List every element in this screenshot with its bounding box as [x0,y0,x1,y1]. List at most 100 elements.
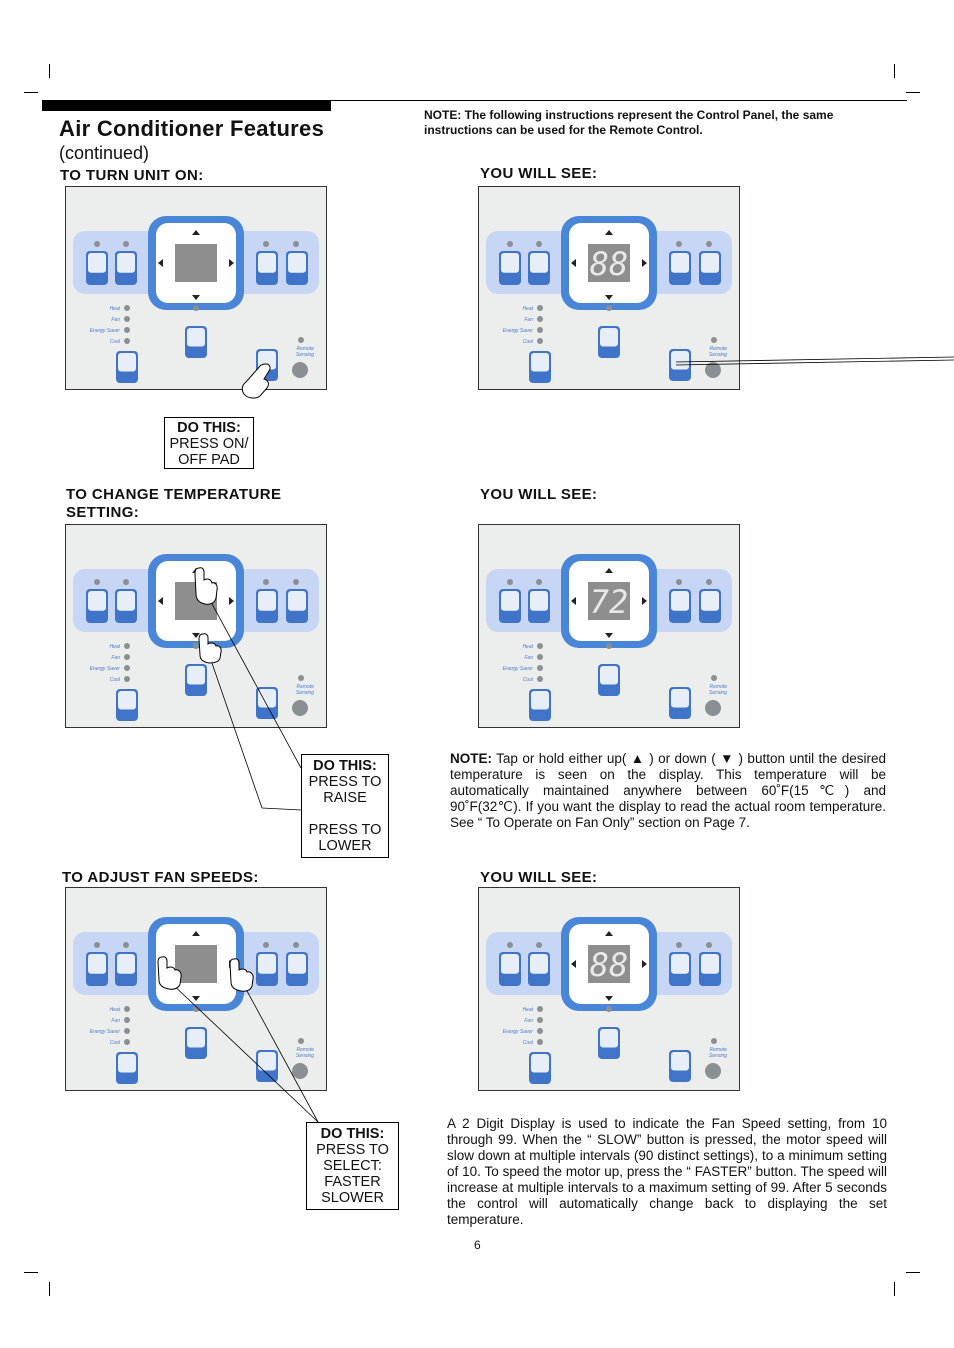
indicator-led [193,305,199,311]
remote-sensing-label: Remote [296,1047,314,1053]
mode-label: Energy Saver [503,666,534,672]
heading-see-3: YOU WILL SEE: [480,869,598,886]
power-button-face [671,1052,689,1071]
heading-temp-1: TO CHANGE TEMPERATURE [66,486,282,503]
timer-button-face [288,591,306,611]
hand-pointer-up-icon [194,567,218,605]
indicator-led [263,942,269,948]
timer-button [699,251,721,285]
display-digits: 72 [590,583,629,621]
indicator-led [293,241,299,247]
indicator-led [606,643,612,649]
indicator-led [537,643,543,649]
mode-button-face [117,954,135,974]
down-arrow-icon [605,295,613,300]
remote-sensing-label: Remote [709,1047,727,1053]
mode-label: Energy Saver [90,328,121,334]
do-this-line: SLOWER [321,1190,384,1206]
power-button [669,687,691,719]
indicator-led [536,579,542,585]
hand-pointer-down-icon [198,633,222,664]
mode-label: Heat [522,306,533,312]
do-this-box-fan: DO THIS: PRESS TO SELECT: FASTER SLOWER [306,1122,399,1210]
indicator-led [293,942,299,948]
header-bar [42,100,331,111]
mode-label: Cool [523,1040,534,1046]
remote-sensor [292,362,308,378]
up-arrow-icon [192,931,200,936]
do-this-line: LOWER [318,838,372,854]
mode-label: Heat [109,306,120,312]
timer-button-face [701,954,719,974]
timer-clock-button-face [187,328,205,347]
timer-clock-button [598,664,620,696]
indicator-led [711,675,717,681]
power-button-face [671,689,689,708]
do-this-line: PRESS ON/ [169,436,249,452]
timer-clock-button-face [600,1029,618,1048]
do-this-line: PRESS TO [308,822,382,838]
remote-sensing-label: Sensing [296,352,314,358]
sleep-button-face [671,591,689,611]
note-label: NOTE: [450,751,492,766]
heading-turn-on: TO TURN UNIT ON: [60,167,204,184]
remote-sensing-label: Sensing [296,690,314,696]
indicator-led [193,643,199,649]
heading-temp-2: SETTING: [66,504,140,521]
do-this-line: SELECT: [323,1158,382,1174]
indicator-led [293,579,299,585]
down-arrow-icon [605,633,613,638]
mode-button [86,251,108,285]
mode-button-face [117,253,135,273]
indicator-led [124,643,130,649]
indicator-led [298,337,304,343]
mode-button [499,589,521,623]
remote-sensing-label: Remote [709,684,727,690]
right-arrow-icon [642,597,647,605]
mode-label: Fan [111,317,120,323]
indicator-led [124,665,130,671]
remote-sensing-label: Remote [296,346,314,352]
indicator-led [123,579,129,585]
mode-label: Fan [524,655,533,661]
mode-button [499,251,521,285]
indicator-led [94,241,100,247]
remote-sensing-label: Remote [296,684,314,690]
power-button [256,1050,278,1082]
indicator-led [536,942,542,948]
indicator-led [94,942,100,948]
display-screen [175,945,217,983]
indicator-led [124,1039,130,1045]
mode-button [528,251,550,285]
do-this-label: DO THIS: [177,420,241,436]
do-this-line: OFF PAD [178,452,240,468]
down-arrow-icon [192,633,200,638]
mode-label: Energy Saver [503,328,534,334]
timer-clock-button [598,1027,620,1059]
indicator-led [124,676,130,682]
timer-button [286,589,308,623]
mode-button [115,589,137,623]
indicator-led [537,1017,543,1023]
mode-button-face [117,591,135,611]
hand-pointer-right-icon [229,958,254,992]
timer-clock-button-face [187,666,205,685]
remote-sensing-label: Sensing [296,1053,314,1059]
mode-select-button [116,1052,138,1084]
indicator-led [676,942,682,948]
indicator-led [507,942,513,948]
display-digits: 88 [590,946,629,984]
power-button [669,1050,691,1082]
display-screen [588,582,630,620]
hand-pointer-icon [241,363,271,399]
timer-clock-button-face [600,666,618,685]
indicator-led [124,1017,130,1023]
page-subtitle: (continued) [59,143,150,163]
indicator-led [706,942,712,948]
fan-description: A 2 Digit Display is used to indicate th… [447,1116,887,1227]
indicator-led [94,579,100,585]
